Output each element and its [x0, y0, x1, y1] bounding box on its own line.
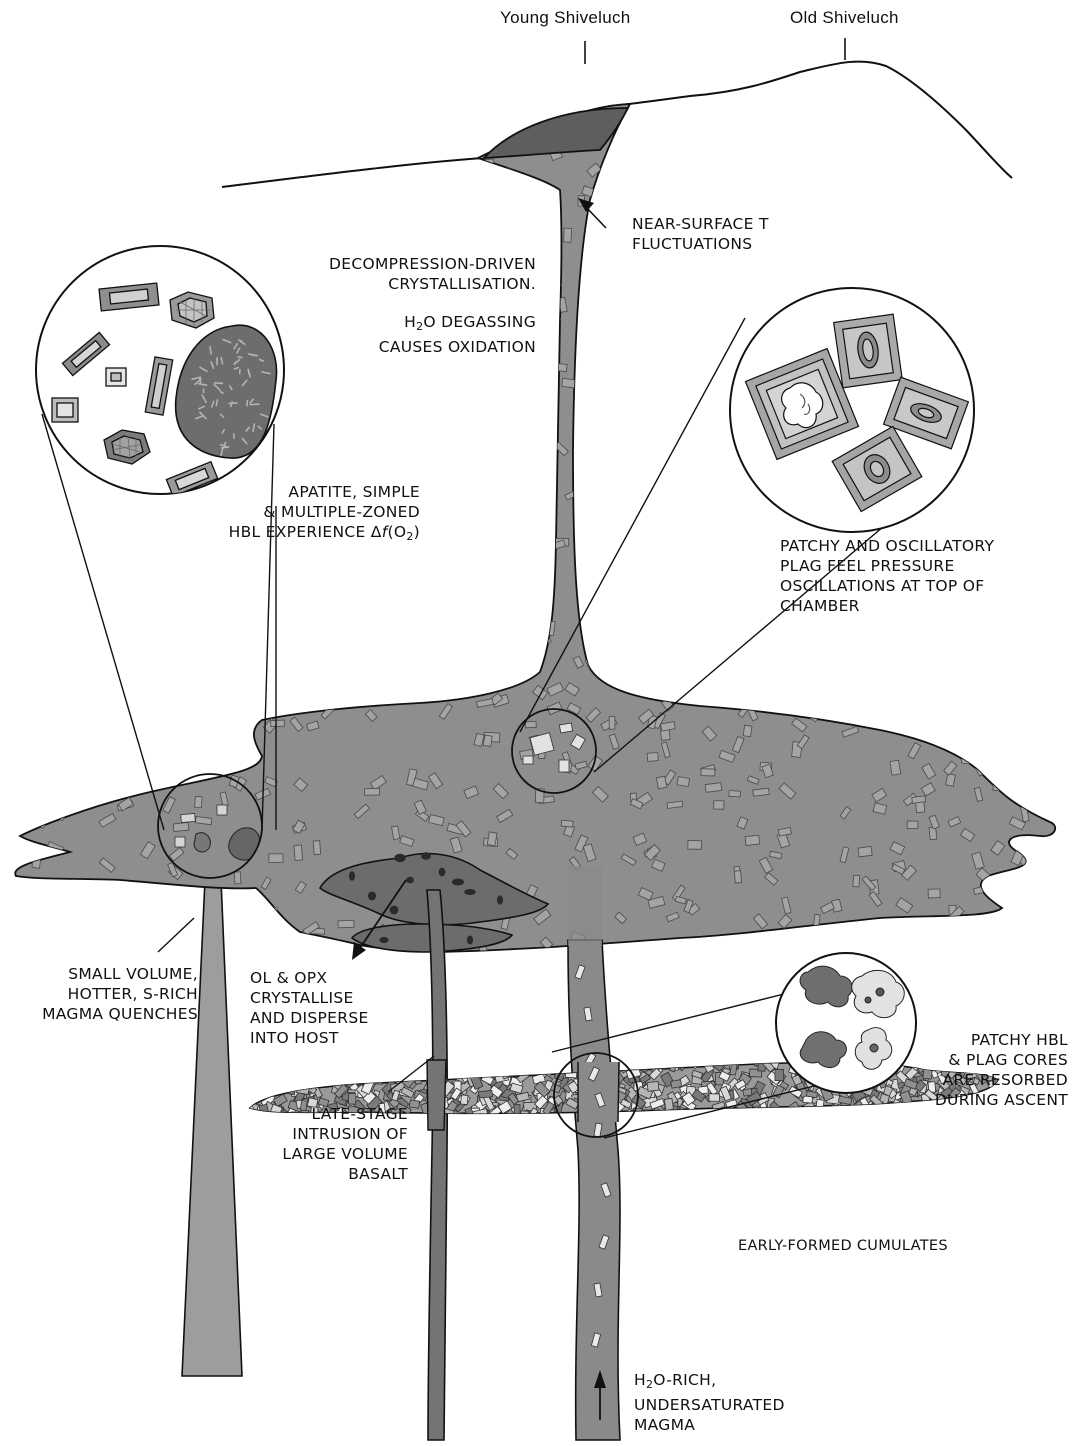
- old-shiveluch-label: Old Shiveluch: [790, 8, 899, 28]
- h2o-rich-magma-label: H2O-RICH, UNDERSATURATED MAGMA: [634, 1370, 785, 1435]
- inset-circle-resorbed-cores: [776, 953, 916, 1093]
- small-volume-dike: [182, 880, 242, 1376]
- inset-circle-plagioclase: [730, 288, 974, 532]
- magma-chamber: [15, 104, 1055, 952]
- young-shiveluch-label: Young Shiveluch: [500, 8, 631, 28]
- apatite-hbl-label: APATITE, SIMPLE & MULTIPLE-ZONED HBL EXP…: [229, 482, 420, 547]
- late-stage-basalt-dike: [427, 890, 447, 1440]
- basalt-dike-through-cumulate: [427, 1060, 446, 1130]
- h2o-rich-magma-dike: [568, 940, 620, 1440]
- inset-circle-hbl-apatite: [36, 246, 284, 496]
- cumulates-label: EARLY-FORMED CUMULATES: [738, 1236, 948, 1256]
- dike-gradient-top: [568, 866, 602, 946]
- degassing-label: H2O DEGASSING CAUSES OXIDATION: [379, 312, 536, 357]
